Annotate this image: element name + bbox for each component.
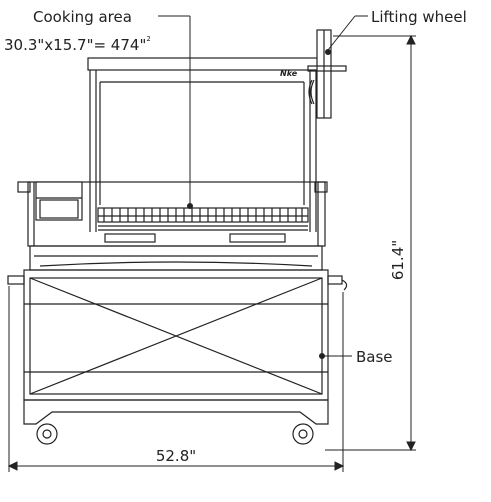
width-dimension-label: 52.8"	[156, 447, 196, 465]
base-cart	[7, 245, 348, 425]
height-dimension-line	[325, 34, 416, 452]
cooking-area-leader	[158, 15, 191, 204]
lifting-wheel	[307, 29, 347, 119]
cooking-area-dims-value: 30.3"x15.7"= 474"	[4, 36, 146, 54]
lifting-wheel-leader	[327, 15, 368, 51]
base-label: Base	[356, 348, 393, 366]
hood-frame	[87, 57, 319, 232]
cooking-area-unit-superscript: 2	[146, 35, 150, 43]
width-dimension-line	[7, 286, 345, 472]
height-dimension-label: 61.4"	[389, 240, 407, 280]
lifting-wheel-leader-dot	[325, 49, 331, 55]
wheels	[36, 423, 314, 445]
brand-logo: Nke	[280, 69, 298, 78]
cooking-area-title: Cooking area	[33, 8, 132, 26]
cooking-area-leader-dot	[187, 203, 193, 209]
grill-grate	[97, 207, 309, 231]
firebox	[17, 181, 328, 247]
cooking-area-dims: 30.3"x15.7"= 474"2	[4, 35, 151, 54]
base-leader-dot	[319, 353, 325, 359]
lifting-wheel-label: Lifting wheel	[371, 8, 467, 26]
